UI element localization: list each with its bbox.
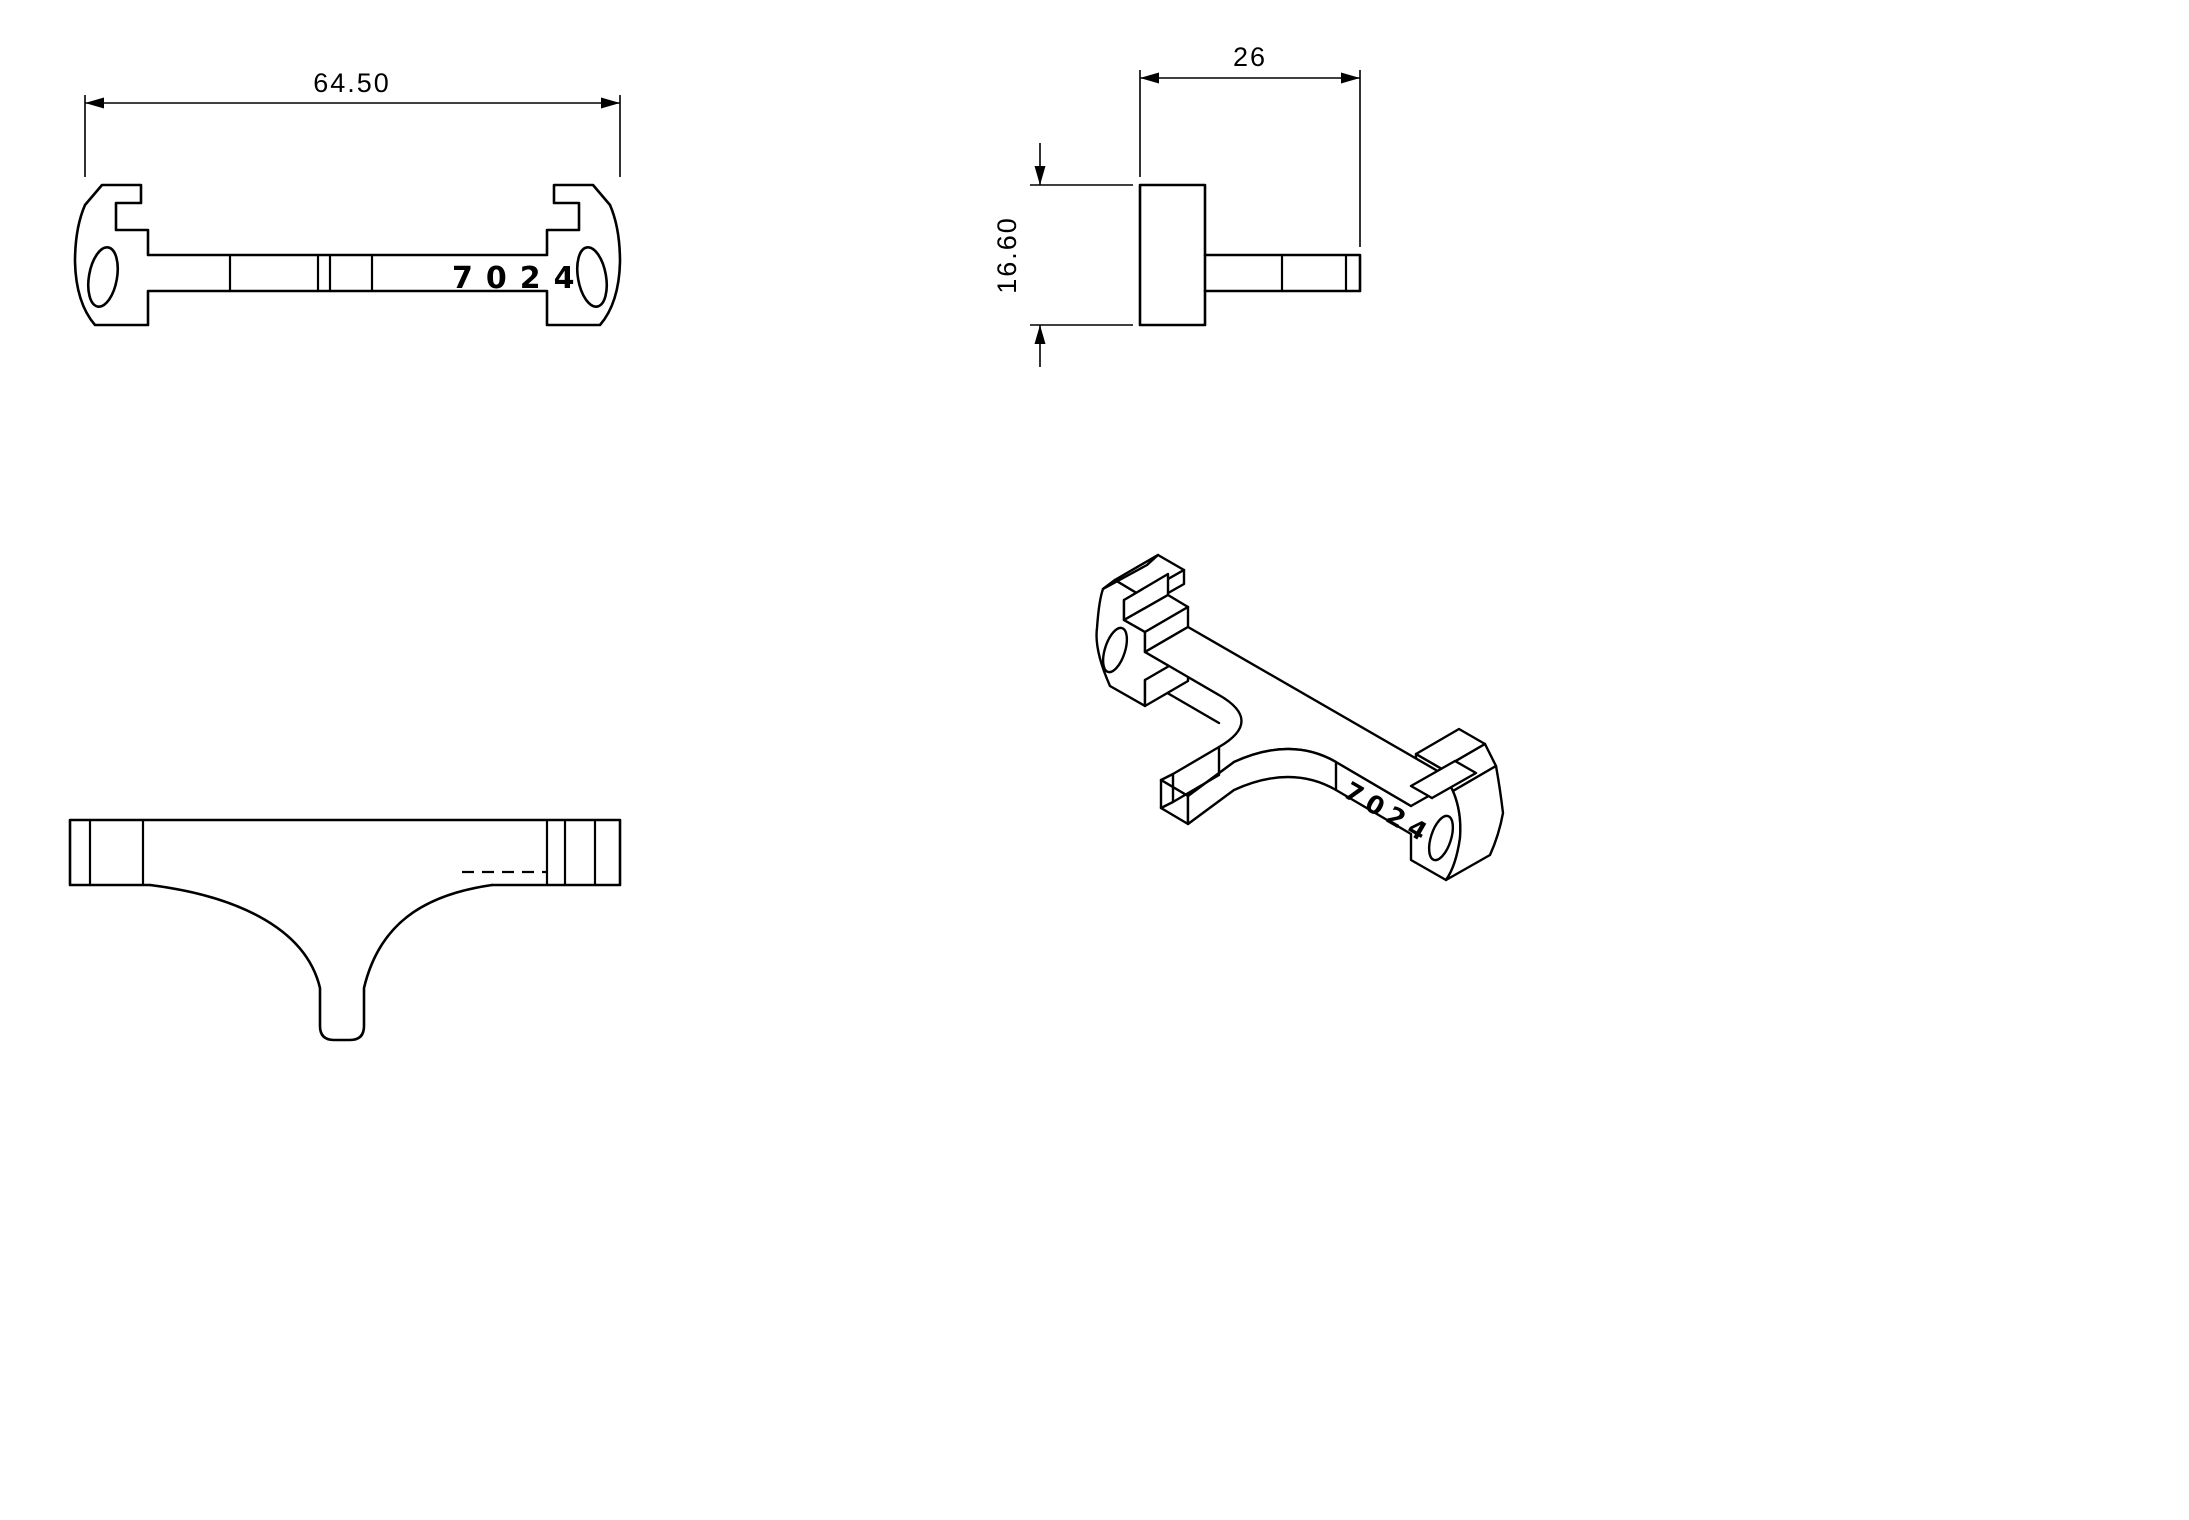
dimension-height-label: 16.60 bbox=[992, 216, 1022, 294]
dimension-overall-width-label: 64.50 bbox=[313, 68, 391, 98]
iso-right-cap-outer-face bbox=[1444, 764, 1505, 882]
bottom-stem-outline bbox=[148, 883, 494, 1042]
side-cap-profile bbox=[1138, 183, 1207, 327]
front-part-outline bbox=[73, 183, 622, 327]
front-left-slot-hole bbox=[86, 246, 120, 308]
part-number-front: 7024 bbox=[452, 261, 588, 296]
front-right-slot-hole bbox=[575, 246, 609, 308]
dimension-depth: 26 bbox=[1139, 42, 1361, 247]
bottom-bar-outline bbox=[68, 818, 622, 887]
side-view: 26 16.60 bbox=[992, 42, 1362, 367]
iso-right-slot-hole bbox=[1427, 814, 1455, 862]
isometric-view: 7024 bbox=[1095, 553, 1505, 882]
iso-stem-side-face bbox=[1186, 747, 1338, 826]
dimension-depth-label: 26 bbox=[1233, 42, 1267, 72]
front-beam-division-lines bbox=[228, 253, 374, 293]
dimension-height: 16.60 bbox=[992, 143, 1133, 367]
front-view: 7024 64.50 bbox=[73, 68, 622, 327]
side-arm-division-lines bbox=[1280, 253, 1348, 293]
iso-right-slot-bottom-face bbox=[1409, 759, 1478, 800]
iso-beam-stem-top-face bbox=[1143, 625, 1457, 808]
dimension-overall-width: 64.50 bbox=[84, 68, 621, 177]
iso-stem-silhouette-edges bbox=[1159, 745, 1221, 810]
bottom-bar-division-lines bbox=[88, 818, 597, 887]
iso-left-chamfer-face bbox=[1101, 553, 1160, 591]
iso-left-slot-hole bbox=[1101, 626, 1129, 674]
bottom-view bbox=[68, 818, 622, 1042]
